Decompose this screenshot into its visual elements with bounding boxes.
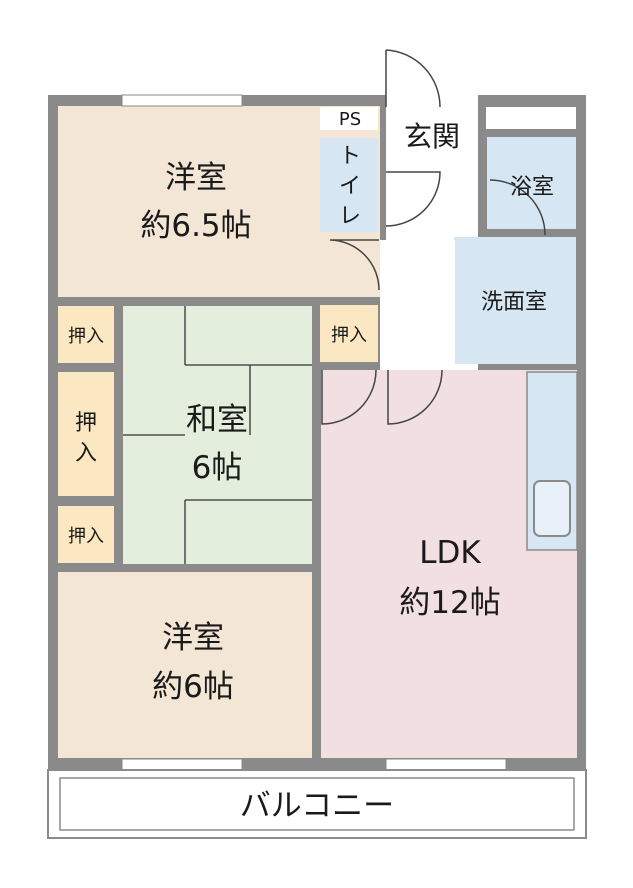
balcony-label: バルコニー — [240, 788, 394, 824]
western-room-1-size: 約6.5帖 — [140, 208, 251, 244]
toilet-label-2: イ — [339, 174, 361, 199]
kitchen-sink — [533, 480, 571, 537]
closet-d — [320, 305, 378, 362]
ldk-name: LDK — [419, 535, 481, 571]
western-room-1-name: 洋室 — [165, 160, 227, 196]
hallway-lower — [380, 240, 440, 370]
entrance-label: 玄関 — [404, 120, 460, 153]
toilet-label-3: レ — [339, 204, 361, 229]
ldk-size: 約12帖 — [399, 585, 500, 621]
tatami-lines — [123, 306, 312, 564]
toilet-label-1: ト — [339, 144, 361, 169]
top-right-storage — [486, 107, 576, 129]
washroom-door-gap — [447, 240, 455, 364]
closet-c-label: 押入 — [68, 526, 104, 547]
toilet-room — [320, 138, 378, 232]
ps-label: PS — [339, 109, 361, 130]
door-swings — [321, 49, 546, 425]
japanese-room-size: 6帖 — [192, 450, 243, 486]
balcony-inner — [59, 777, 575, 831]
closet-b — [58, 372, 114, 496]
closet-b-label-1: 押 — [75, 411, 97, 436]
closet-a-label: 押入 — [68, 326, 104, 347]
ps-shaft — [320, 107, 378, 130]
closet-a — [58, 306, 114, 363]
washroom — [454, 237, 576, 364]
entrance-notch — [386, 95, 478, 107]
closet-c — [58, 506, 114, 563]
closet-b-label-2: 入 — [75, 441, 97, 466]
western-room-2-name: 洋室 — [162, 620, 224, 656]
bath-room — [487, 137, 576, 229]
japanese-room-name: 和室 — [186, 402, 248, 438]
washroom-label: 洗面室 — [481, 290, 547, 315]
closet-d-label: 押入 — [331, 325, 367, 346]
western-room-2 — [58, 572, 312, 758]
bath-label: 浴室 — [510, 175, 554, 200]
western-room-2-size: 約6帖 — [152, 669, 234, 705]
